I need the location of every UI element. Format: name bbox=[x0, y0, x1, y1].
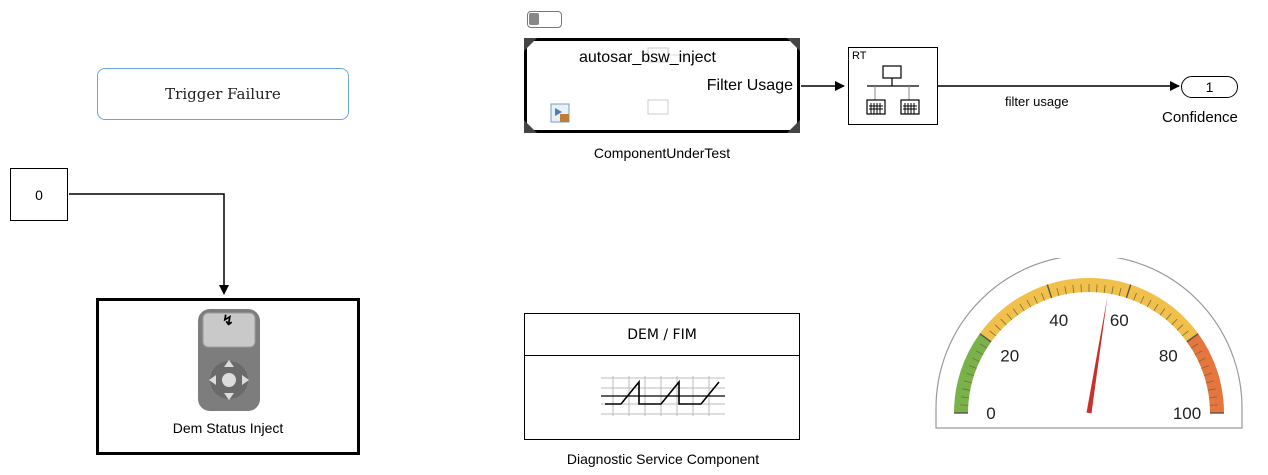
gauge-tick bbox=[1165, 313, 1172, 321]
gauge-tick bbox=[966, 372, 975, 376]
confidence-outport[interactable]: 1 bbox=[1181, 76, 1238, 98]
component-under-test-caption: ComponentUnderTest bbox=[593, 145, 731, 161]
gauge-tick bbox=[1203, 372, 1212, 376]
gauge-tick-label: 100 bbox=[1173, 404, 1201, 423]
remote-control-icon: ↯ bbox=[198, 309, 260, 411]
gauge-tick bbox=[979, 333, 992, 343]
gauge-tick bbox=[1046, 284, 1053, 299]
gauge-tick bbox=[1186, 333, 1199, 343]
gauge-tick bbox=[1019, 303, 1025, 312]
gauge-tick bbox=[1190, 343, 1199, 349]
rate-transition-icon bbox=[866, 65, 920, 115]
gauge-tick bbox=[1176, 324, 1184, 331]
gauge-tick-label: 80 bbox=[1159, 346, 1178, 365]
gauge-tick bbox=[960, 404, 969, 406]
gauge-tick bbox=[1146, 299, 1152, 308]
gauge-tick bbox=[1171, 318, 1178, 326]
gauge-tick bbox=[1006, 313, 1013, 321]
gauge-tick bbox=[1096, 284, 1098, 293]
gauge-tick bbox=[1140, 296, 1145, 304]
gauge-tick bbox=[1206, 380, 1215, 384]
component-title: autosar_bsw_inject bbox=[579, 49, 716, 66]
gauge-tick bbox=[975, 350, 984, 356]
gauge-tick bbox=[1207, 388, 1216, 391]
diag-block-caption: Diagnostic Service Component bbox=[566, 451, 760, 467]
gauge-tick bbox=[1201, 365, 1210, 369]
dem-status-inject-label: Dem Status Inject bbox=[172, 420, 284, 436]
gauge-tick bbox=[960, 396, 970, 399]
trigger-failure-label: Trigger Failure bbox=[165, 85, 281, 103]
gauge-widget[interactable]: 0 20 40 60 80 100 bbox=[934, 258, 1244, 430]
gauge-tick bbox=[1000, 318, 1007, 326]
trigger-failure-button[interactable]: Trigger Failure bbox=[97, 68, 349, 120]
outport-number: 1 bbox=[1205, 79, 1214, 95]
gauge-tick bbox=[1208, 396, 1218, 399]
gauge-tick bbox=[1012, 308, 1019, 316]
gauge-tick bbox=[1153, 303, 1159, 312]
gauge-tick bbox=[1125, 284, 1132, 299]
gauge-tick bbox=[972, 357, 980, 362]
gauge-tick bbox=[1198, 357, 1206, 362]
constant-block[interactable]: 0 bbox=[10, 168, 68, 221]
svg-text:↯: ↯ bbox=[222, 312, 234, 328]
gauge-tick bbox=[1111, 286, 1114, 295]
signal-chart-icon bbox=[601, 376, 725, 416]
gauge-tick bbox=[979, 343, 988, 349]
gauge-tick bbox=[1159, 308, 1166, 316]
gauge-tick bbox=[963, 380, 972, 384]
rate-transition-block[interactable]: RT bbox=[848, 47, 938, 125]
gauge-tick bbox=[1026, 299, 1032, 308]
gauge-tick bbox=[1209, 404, 1218, 406]
filter-usage-port-label: Filter Usage bbox=[706, 77, 793, 94]
gauge-tick bbox=[1033, 296, 1038, 304]
gauge-tick bbox=[968, 365, 977, 369]
constant-to-inject-line[interactable] bbox=[69, 193, 229, 295]
gauge-tick bbox=[1133, 292, 1137, 301]
gauge-tick bbox=[1041, 292, 1045, 301]
dem-status-inject-block[interactable]: ↯ Dem Status Inject bbox=[96, 298, 360, 455]
model-reference-icon bbox=[550, 103, 570, 123]
model-toggle-icon[interactable] bbox=[527, 11, 562, 28]
component-under-test-block[interactable]: autosar_bsw_inject Filter Usage bbox=[524, 38, 800, 133]
gauge-tick-label: 40 bbox=[1049, 311, 1068, 330]
outport-label: Confidence bbox=[1162, 109, 1238, 126]
gauge-tick-label: 20 bbox=[1000, 346, 1019, 365]
constant-value: 0 bbox=[35, 186, 43, 203]
component-corner-marks bbox=[524, 38, 800, 133]
gauge-tick-label: 0 bbox=[986, 404, 995, 423]
gauge-tick bbox=[1080, 284, 1082, 293]
gauge-needle bbox=[1086, 296, 1108, 414]
filter-usage-signal-label: filter usage bbox=[1005, 94, 1069, 109]
gauge-tick bbox=[994, 324, 1002, 331]
diagnostic-service-component-block[interactable]: DEM / FIM bbox=[524, 313, 800, 440]
gauge-tick bbox=[1181, 330, 1189, 337]
gauge-tick bbox=[962, 388, 971, 391]
gauge-tick bbox=[1072, 284, 1075, 294]
gauge-tick bbox=[1118, 287, 1122, 296]
diag-block-header: DEM / FIM bbox=[525, 314, 799, 356]
gauge-tick bbox=[1056, 287, 1060, 296]
gauge-tick bbox=[1194, 350, 1203, 356]
rate-transition-tag: RT bbox=[852, 50, 867, 62]
gauge-tick-label: 60 bbox=[1110, 311, 1129, 330]
gauge-tick bbox=[989, 330, 997, 337]
gauge-tick bbox=[1064, 286, 1067, 295]
gauge-tick bbox=[1103, 284, 1106, 294]
